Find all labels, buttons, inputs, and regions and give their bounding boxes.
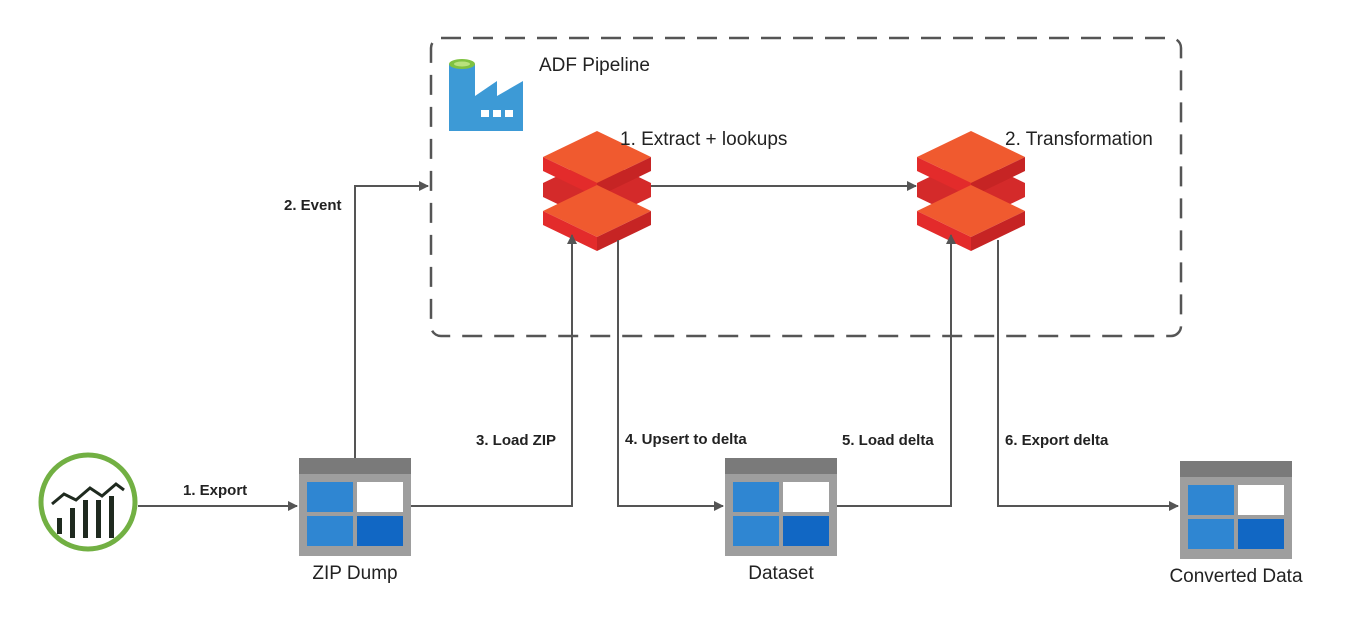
step-transform-label: 2. Transformation — [1005, 129, 1153, 150]
export-delta-edge-label: 6. Export delta — [1005, 432, 1109, 449]
converted-data-label: Converted Data — [1169, 566, 1303, 587]
export-edge-label: 1. Export — [183, 482, 247, 499]
step-extract-label: 1. Extract + lookups — [620, 129, 787, 150]
event-edge-label: 2. Event — [284, 197, 342, 214]
adf-pipeline-boundary — [429, 36, 1183, 338]
upsert-connector — [617, 240, 724, 511]
zip-dump-label: ZIP Dump — [312, 563, 397, 584]
dataset-storage-icon — [725, 458, 837, 556]
load-zip-connector — [411, 234, 577, 507]
load-delta-connector — [837, 234, 956, 507]
export-delta-connector — [997, 240, 1179, 511]
event-connector — [354, 181, 429, 458]
load-zip-edge-label: 3. Load ZIP — [476, 432, 556, 449]
load-delta-edge-label: 5. Load delta — [842, 432, 934, 449]
converted-data-storage-icon — [1180, 461, 1292, 559]
adf-factory-icon — [449, 59, 523, 131]
source-analytics-icon — [38, 452, 138, 552]
adf-pipeline-title: ADF Pipeline — [539, 55, 650, 76]
dataset-label: Dataset — [748, 563, 814, 584]
zip-dump-storage-icon — [299, 458, 411, 556]
upsert-edge-label: 4. Upsert to delta — [625, 431, 747, 448]
